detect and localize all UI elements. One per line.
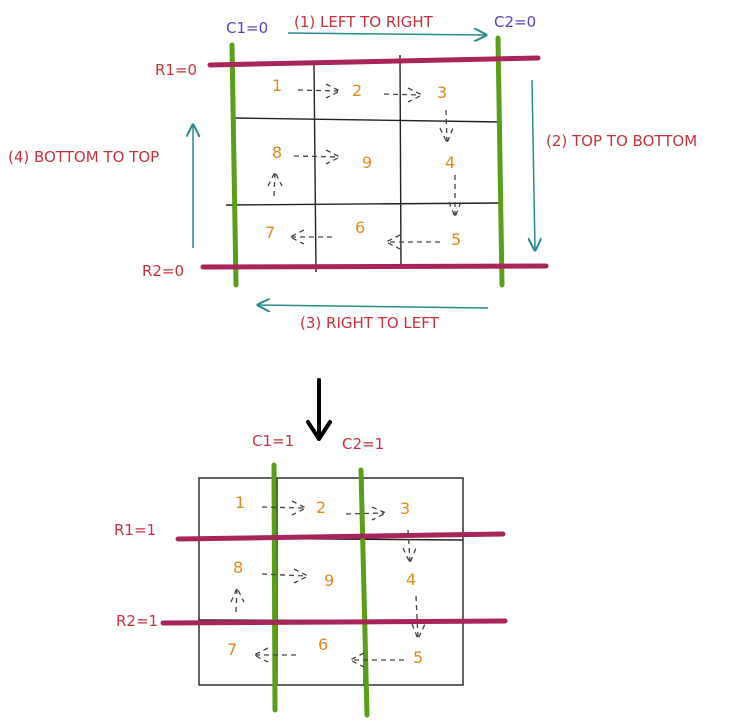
top-r1-label: R1=0	[155, 61, 197, 79]
direction-3-arrow	[258, 305, 489, 308]
top-c2-pointer	[495, 35, 505, 288]
top-cell-1: 1	[272, 76, 282, 95]
step-2-3	[383, 87, 424, 103]
bottom-diagram: 1 2 3 4 5 6 7 8 9 C1=1 C2=1 R1=1 R2=1	[114, 432, 508, 718]
bottom-step-4-5	[411, 595, 426, 641]
down-arrow	[306, 378, 332, 441]
step-4-5	[448, 175, 462, 219]
direction-3-label: (3) RIGHT TO LEFT	[300, 314, 440, 332]
step-7-8	[267, 170, 283, 197]
top-cell-numbers: 1 2 3 4 5 6 7 8 9	[265, 76, 461, 249]
top-cell-8: 8	[272, 143, 282, 162]
bottom-cell-3: 3	[400, 499, 410, 518]
top-grid-vline-1	[313, 63, 317, 273]
bottom-step-5-6	[348, 652, 404, 668]
bottom-c1-pointer	[271, 462, 278, 713]
bottom-step-8-9	[261, 568, 310, 584]
top-grid-vline-2	[399, 54, 402, 267]
bottom-c2-label: C2=1	[342, 435, 384, 453]
top-cell-5: 5	[451, 230, 461, 249]
bottom-step-2-3	[345, 506, 388, 521]
top-r2-pointer	[200, 263, 549, 270]
bottom-r1-pointer	[175, 531, 506, 542]
bottom-c1-label: C1=1	[252, 432, 294, 450]
bottom-cell-numbers: 1 2 3 4 5 6 7 8 9	[227, 493, 423, 667]
bottom-cell-4: 4	[406, 570, 416, 589]
bottom-cell-1: 1	[235, 493, 245, 512]
top-cell-6: 6	[355, 218, 365, 237]
bottom-cell-9: 9	[324, 571, 334, 590]
direction-2-label: (2) TOP TO BOTTOM	[546, 132, 697, 150]
direction-4-label: (4) BOTTOM TO TOP	[8, 148, 159, 166]
top-cell-4: 4	[445, 153, 455, 172]
top-cell-3: 3	[437, 83, 447, 102]
bottom-step-arrows	[230, 500, 426, 668]
top-grid-hline-2	[225, 202, 501, 206]
bottom-step-6-7	[252, 647, 296, 663]
bottom-cell-5: 5	[413, 648, 423, 667]
step-5-6	[384, 234, 440, 250]
bottom-r2-label: R2=1	[116, 612, 158, 630]
direction-2-arrow	[532, 79, 535, 250]
top-cell-2: 2	[352, 81, 362, 100]
step-8-9	[293, 149, 342, 165]
bottom-cell-6: 6	[318, 635, 328, 654]
bottom-step-7-8	[230, 586, 245, 613]
direction-1-label: (1) LEFT TO RIGHT	[294, 13, 434, 31]
bottom-cell-2: 2	[316, 498, 326, 517]
top-grid	[225, 54, 503, 273]
step-1-2	[297, 83, 342, 99]
top-r2-label: R2=0	[142, 262, 184, 280]
top-r1-pointer	[207, 55, 541, 68]
top-c1-pointer	[229, 42, 239, 288]
top-c1-label: C1=0	[226, 19, 268, 37]
bottom-cell-8: 8	[233, 558, 243, 577]
step-3-4	[439, 109, 454, 145]
top-step-arrows	[267, 83, 462, 250]
top-c2-label: C2=0	[494, 13, 536, 31]
bottom-c2-pointer	[358, 467, 370, 718]
step-6-7	[288, 229, 332, 245]
bottom-r2-pointer	[160, 618, 508, 626]
top-cell-7: 7	[265, 223, 275, 242]
bottom-cell-7: 7	[227, 640, 237, 659]
direction-1-arrow	[287, 33, 486, 35]
top-diagram: 1 2 3 4 5 6 7 8 9 C1=0 C2=0 R1=0 R2=0 (1…	[8, 13, 697, 332]
bottom-step-3-4	[402, 529, 417, 565]
bottom-r1-label: R1=1	[114, 521, 156, 539]
bottom-step-1-2	[261, 500, 308, 516]
top-cell-9: 9	[362, 153, 372, 172]
bottom-grid-border	[198, 477, 464, 686]
top-grid-hline-1	[234, 117, 503, 123]
